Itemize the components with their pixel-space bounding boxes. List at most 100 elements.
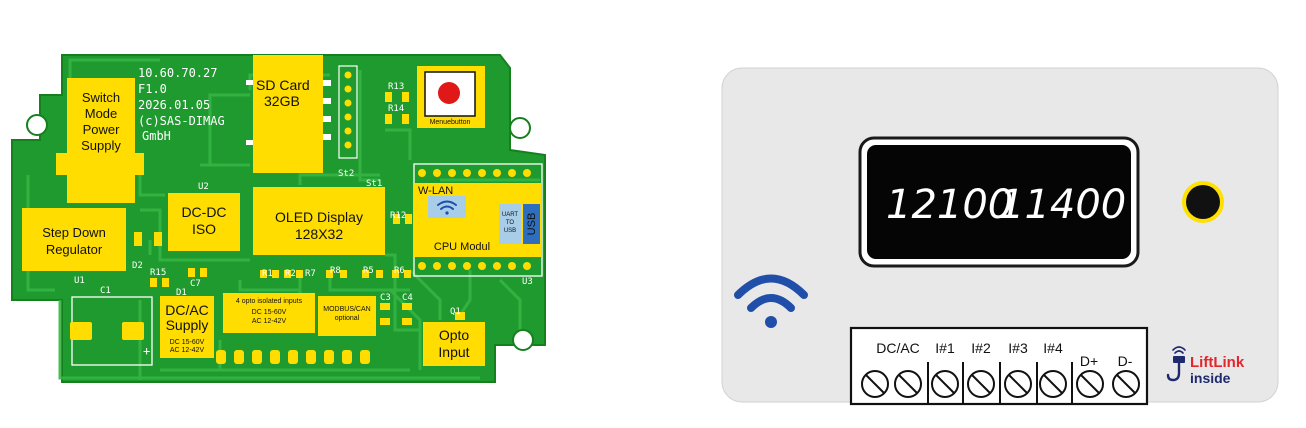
board-info-line: F1.0	[138, 82, 167, 96]
modbus-can-module: MODBUS/CAN optional	[318, 296, 376, 336]
pin-header	[338, 65, 358, 159]
svg-text:R6: R6	[394, 266, 405, 276]
svg-text:CPU Modul: CPU Modul	[434, 241, 490, 253]
svg-text:C1: C1	[100, 286, 111, 296]
svg-text:DC-DC: DC-DC	[181, 204, 226, 220]
brand-name: LiftLink	[1190, 354, 1245, 371]
terminal-label: I#4	[1043, 340, 1063, 356]
svg-text:USB: USB	[526, 213, 538, 236]
svg-text:Supply: Supply	[166, 317, 209, 333]
svg-text:DC 15-60V: DC 15-60V	[170, 339, 205, 346]
svg-text:D2: D2	[132, 261, 143, 271]
svg-text:SD Card: SD Card	[256, 77, 310, 93]
svg-text:R15: R15	[150, 268, 166, 278]
device-housing: 12100 11400 DC/AC I#1 I#2 I#3 I#4	[721, 67, 1279, 406]
svg-text:C4: C4	[402, 293, 413, 303]
svg-text:C3: C3	[380, 293, 391, 303]
board-info-text: 10.60.70.27 F1.0 2026.01.05 (c)SAS-DIMAG…	[138, 66, 225, 143]
terminal-pads	[216, 350, 370, 364]
svg-text:R13: R13	[388, 82, 404, 92]
terminal-label: I#2	[971, 340, 991, 356]
screw-icon	[1004, 370, 1032, 398]
svg-text:Mode: Mode	[85, 106, 118, 121]
terminal-label: I#1	[935, 340, 955, 356]
svg-text:U2: U2	[198, 182, 209, 192]
screw-icon	[931, 370, 959, 398]
svg-text:UART: UART	[502, 212, 519, 218]
svg-text:St2: St2	[338, 169, 354, 179]
svg-text:DC/AC: DC/AC	[165, 302, 209, 318]
screw-icon	[894, 370, 922, 398]
svg-text:USB: USB	[504, 228, 516, 234]
terminal-label: DC/AC	[876, 340, 920, 356]
svg-text:TO: TO	[506, 220, 515, 226]
led-indicator	[1182, 181, 1224, 223]
cpu-pins-top	[418, 169, 531, 177]
svg-text:W-LAN: W-LAN	[418, 185, 453, 197]
board-info-line: 10.60.70.27	[138, 66, 217, 80]
svg-text:AC 12-42V: AC 12-42V	[170, 347, 205, 354]
brand-tagline: inside	[1190, 370, 1231, 386]
svg-text:DC 15-60V: DC 15-60V	[252, 309, 287, 316]
svg-text:Switch: Switch	[82, 90, 120, 105]
svg-text:32GB: 32GB	[264, 93, 300, 109]
svg-text:R2: R2	[285, 269, 296, 279]
svg-text:R8: R8	[330, 266, 341, 276]
board-info-line: (c)SAS-DIMAG	[138, 114, 225, 128]
mounting-hole	[512, 329, 534, 351]
mounting-hole	[509, 117, 531, 139]
pcb-board: 10.60.70.27 F1.0 2026.01.05 (c)SAS-DIMAG…	[11, 54, 546, 383]
svg-text:R5: R5	[363, 266, 374, 276]
screw-icon	[1076, 370, 1104, 398]
svg-text:AC 12-42V: AC 12-42V	[252, 318, 287, 325]
svg-text:Supply: Supply	[81, 138, 121, 153]
svg-text:OLED Display: OLED Display	[275, 209, 363, 225]
cpu-pins-bottom	[418, 262, 531, 270]
terminal-label: D-	[1118, 353, 1133, 369]
terminal-screws	[861, 370, 1140, 398]
terminal-block: DC/AC I#1 I#2 I#3 I#4 D+ D-	[849, 326, 1149, 406]
display-value-right: 11400	[999, 182, 1126, 228]
dcac-supply-module: DC/AC Supply DC 15-60V AC 12-42V	[160, 296, 214, 358]
screw-icon	[861, 370, 889, 398]
svg-text:R1: R1	[262, 269, 273, 279]
display-panel: 12100 11400	[858, 136, 1140, 268]
mounting-hole	[26, 114, 48, 136]
svg-text:+: +	[143, 344, 150, 358]
svg-text:MODBUS/CAN: MODBUS/CAN	[323, 306, 370, 313]
display-value-left: 12100	[886, 182, 1013, 228]
board-info-line: GmbH	[142, 129, 171, 143]
stepdown-module: Step Down Regulator	[22, 208, 162, 271]
opto-inputs-module: 4 opto isolated inputs DC 15-60V AC 12-4…	[223, 293, 315, 333]
menu-button[interactable]: Menuebutton	[417, 66, 485, 128]
svg-text:R12: R12	[390, 211, 406, 221]
sdcard-module: SD Card 32GB	[246, 55, 331, 173]
svg-text:U3: U3	[522, 277, 533, 287]
svg-text:D1: D1	[176, 288, 187, 298]
terminal-label: I#3	[1008, 340, 1028, 356]
oled-display-module: OLED Display 128X32	[253, 187, 385, 255]
svg-text:optional: optional	[335, 315, 360, 322]
wifi-icon	[734, 274, 808, 328]
cpu-module: W-LAN UART TO USB USB CPU Modul	[413, 163, 543, 277]
resistor-pads	[385, 92, 412, 224]
svg-text:4 opto isolated inputs: 4 opto isolated inputs	[236, 298, 303, 305]
svg-text:Menuebutton: Menuebutton	[430, 119, 471, 126]
dcdc-iso-module: DC-DC ISO	[168, 193, 240, 251]
terminal-label: D+	[1080, 353, 1098, 369]
screw-icon	[1112, 370, 1140, 398]
smps-module: Switch Mode Power Supply	[56, 78, 144, 203]
liftlink-logo: LiftLink inside	[1166, 346, 1245, 386]
liftlink-hook-icon	[1166, 346, 1186, 382]
svg-text:U1: U1	[74, 276, 85, 286]
svg-text:Input: Input	[438, 344, 469, 360]
button-cap[interactable]	[438, 82, 460, 104]
capacitor-c1: +	[70, 296, 153, 366]
svg-text:St1: St1	[366, 179, 382, 189]
reference-labels: R13 R14 St2 St1 U2 R12 U3 U1 D2 R15 C1 C…	[74, 82, 533, 317]
svg-text:Q1: Q1	[450, 307, 461, 317]
smd-pads	[150, 268, 465, 325]
svg-text:Regulator: Regulator	[46, 242, 103, 257]
opto-input-module: Opto Input	[423, 322, 485, 366]
